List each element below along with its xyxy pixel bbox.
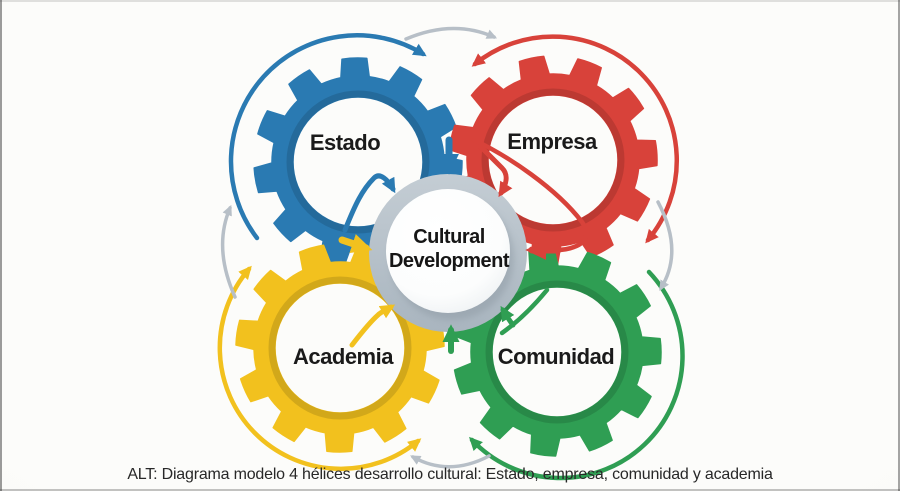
arrow-academia-2 <box>217 265 422 472</box>
edge-bottom <box>0 489 900 491</box>
arrow-academia-14 <box>349 304 396 348</box>
arrow-gray-5 <box>220 204 237 299</box>
arrow-empresa-10 <box>469 135 513 198</box>
arrow-estado-9 <box>342 173 396 233</box>
arrow-academia-13 <box>338 234 373 254</box>
gear-label-comunidad: Comunidad <box>498 344 615 369</box>
center-label-line1: Cultural <box>413 226 485 248</box>
gear-label-estado: Estado <box>310 130 380 155</box>
gear-inner-shade-estado <box>286 90 430 234</box>
center-label-line2: Development <box>389 250 510 272</box>
arrow-comunidad-3 <box>469 269 685 481</box>
edge-top <box>0 0 900 2</box>
arrow-comunidad-16 <box>499 287 550 336</box>
arrow-gray-7 <box>410 454 491 469</box>
arrow-comunidad-17 <box>500 305 516 328</box>
arrow-empresa-11 <box>471 137 589 253</box>
arrow-estado-0 <box>228 33 427 241</box>
arrow-empresa-1 <box>471 34 679 244</box>
arrow-gray-4 <box>404 26 498 41</box>
arrow-gray-6 <box>656 200 674 291</box>
gear-label-academia: Academia <box>293 344 394 369</box>
alt-caption: ALT: Diagrama modelo 4 hélices desarroll… <box>127 466 773 483</box>
gear-label-empresa: Empresa <box>507 129 598 154</box>
gear-inner-shade-comunidad <box>485 280 629 424</box>
edge-right <box>898 0 900 491</box>
edge-left <box>0 0 2 491</box>
connector-arrows-layer <box>217 26 685 481</box>
